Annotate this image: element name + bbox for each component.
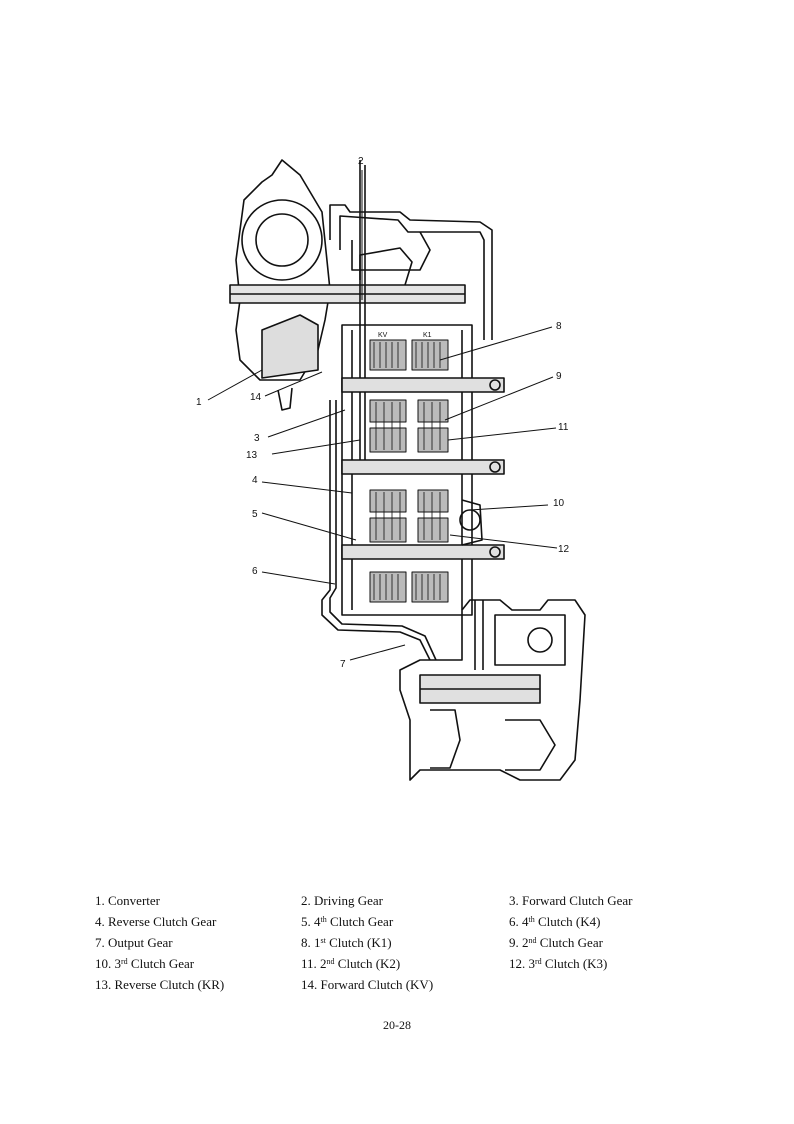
callout-5: 5 xyxy=(252,509,258,520)
legend-row: 10. 3rd Clutch Gear 11. 2nd Clutch (K2) … xyxy=(95,953,715,974)
legend-item: 2. Driving Gear xyxy=(301,893,383,908)
callout-2: 2 xyxy=(358,156,364,167)
callout-10: 10 xyxy=(553,498,565,509)
legend-item: 8. 1st Clutch (K1) xyxy=(301,935,392,950)
legend-item: 12. 3rd Clutch (K3) xyxy=(509,956,608,971)
legend-item: 5. 4th Clutch Gear xyxy=(301,914,394,929)
legend-item: 14. Forward Clutch (KV) xyxy=(301,977,434,992)
legend-item: 9. 2nd Clutch Gear xyxy=(509,935,603,950)
callout-1: 1 xyxy=(196,397,202,408)
callout-13: 13 xyxy=(246,450,258,461)
callout-6: 6 xyxy=(252,566,258,577)
page-number: 20-28 xyxy=(383,1018,411,1032)
label-k1: K1 xyxy=(423,332,432,339)
legend-item: 7. Output Gear xyxy=(95,935,173,950)
parts-legend: 1. Converter 2. Driving Gear 3. Forward … xyxy=(95,890,715,995)
legend-item: 11. 2nd Clutch (K2) xyxy=(301,956,401,971)
legend-row: 13. Reverse Clutch (KR) 14. Forward Clut… xyxy=(95,974,715,995)
legend-row: 7. Output Gear 8. 1st Clutch (K1) 9. 2nd… xyxy=(95,932,715,953)
legend-item: 4. Reverse Clutch Gear xyxy=(95,914,217,929)
transmission-cross-section-diagram: 1 2 3 4 5 6 7 8 9 10 11 12 13 14 KV K1 xyxy=(196,156,586,781)
callout-12: 12 xyxy=(558,544,570,555)
callout-9: 9 xyxy=(556,371,562,382)
legend-item: 6. 4th Clutch (K4) xyxy=(509,914,601,929)
callout-14: 14 xyxy=(250,392,262,403)
legend-row: 1. Converter 2. Driving Gear 3. Forward … xyxy=(95,890,715,911)
legend-item: 10. 3rd Clutch Gear xyxy=(95,956,195,971)
legend-row: 4. Reverse Clutch Gear 5. 4th Clutch Gea… xyxy=(95,911,715,932)
legend-item xyxy=(509,974,715,995)
callout-7: 7 xyxy=(340,659,346,670)
callout-8: 8 xyxy=(556,321,562,332)
callout-11: 11 xyxy=(558,422,569,433)
legend-item: 13. Reverse Clutch (KR) xyxy=(95,977,225,992)
legend-item: 3. Forward Clutch Gear xyxy=(509,893,633,908)
callout-4: 4 xyxy=(252,475,258,486)
legend-item: 1. Converter xyxy=(95,893,160,908)
label-kv: KV xyxy=(378,332,388,339)
callout-3: 3 xyxy=(254,433,260,444)
